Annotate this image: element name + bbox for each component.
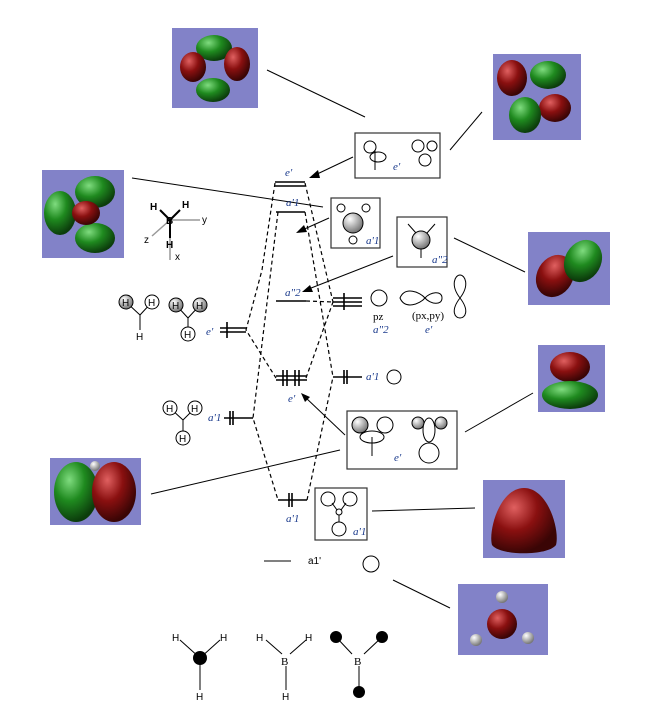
structure-bh3-filled: B bbox=[330, 631, 388, 698]
axis-x-label: x bbox=[175, 252, 180, 263]
label-ligand-a1: a'1 bbox=[208, 412, 221, 424]
atom-h: H bbox=[172, 633, 179, 644]
leader-lines bbox=[131, 69, 534, 609]
lg-h: H bbox=[172, 301, 179, 312]
box-a2-label: a"2 bbox=[432, 254, 448, 266]
atom-h: H bbox=[305, 633, 312, 644]
bh3-axes-figure: y z x H H B H bbox=[144, 200, 207, 263]
atom-h: H bbox=[196, 692, 203, 703]
lg-h: H bbox=[196, 301, 203, 312]
box-e-bond: e' bbox=[346, 410, 458, 470]
structure-ch3-like: H H H bbox=[172, 633, 227, 703]
mo-image-e-bond bbox=[50, 458, 141, 525]
level-a2-nonbonding: a"2 bbox=[276, 287, 306, 302]
ligand-e-orbitals: H H H H H H bbox=[118, 294, 208, 343]
axis-b: B bbox=[166, 216, 173, 227]
box-a1-star: a'1 bbox=[330, 197, 381, 249]
mo-image-s-orbital bbox=[458, 584, 548, 655]
atom-b: B bbox=[281, 656, 288, 668]
label-ligand-e: e' bbox=[206, 326, 214, 338]
atom-b: B bbox=[354, 656, 361, 668]
level-a1-star: a'1 bbox=[276, 197, 305, 213]
mo-image-p-like bbox=[538, 345, 605, 412]
mo-image-e-star-2 bbox=[493, 54, 581, 140]
lg-h: H bbox=[191, 404, 198, 415]
box-a1-bond-label: a'1 bbox=[353, 526, 366, 538]
axis-z-label: z bbox=[144, 235, 149, 246]
label-e-star: e' bbox=[285, 167, 293, 179]
box-e-bond-label: e' bbox=[394, 452, 402, 464]
label-a2: a"2 bbox=[285, 287, 301, 299]
mo-image-a2 bbox=[528, 232, 610, 305]
lg-h: H bbox=[122, 298, 129, 309]
label-pz: pz bbox=[373, 311, 384, 323]
label-pxpy: (px,py) bbox=[412, 310, 444, 322]
correlation-lines bbox=[245, 182, 334, 501]
axis-h1: H bbox=[150, 202, 157, 213]
label-pxpy-sym: e' bbox=[425, 324, 433, 336]
axis-y-label: y bbox=[202, 215, 207, 226]
label-pz-sym: a"2 bbox=[373, 324, 389, 336]
label-s-sym: a'1 bbox=[366, 371, 379, 383]
label-a1-bond: a'1 bbox=[286, 513, 299, 525]
lg-h: H bbox=[166, 404, 173, 415]
box-a1-star-label: a'1 bbox=[366, 235, 379, 247]
mo-image-a1-star bbox=[42, 170, 124, 258]
structure-bh3: B H H H bbox=[256, 633, 312, 703]
axis-h2: H bbox=[182, 200, 189, 211]
axis-h3: H bbox=[166, 240, 173, 251]
level-a1-bonding: a'1 bbox=[278, 493, 307, 525]
lg-h: H bbox=[184, 330, 191, 341]
ligand-level-a1: a'1 bbox=[208, 411, 253, 425]
lg-h: H bbox=[148, 298, 155, 309]
atom-h: H bbox=[256, 633, 263, 644]
box-a1-bond: a'1 bbox=[314, 487, 368, 541]
mo-image-e-star-1 bbox=[172, 28, 258, 108]
bottom-a1-label: a1' bbox=[308, 556, 321, 567]
level-e-star: e' bbox=[275, 167, 305, 187]
box-e-star: e' bbox=[354, 132, 441, 179]
label-a1-star: a'1 bbox=[286, 197, 299, 209]
lg-h: H bbox=[136, 332, 143, 343]
atom-h: H bbox=[282, 692, 289, 703]
boron-level-p: pz a"2 (px,py) e' bbox=[333, 274, 467, 336]
lg-h: H bbox=[179, 434, 186, 445]
bottom-a1-level: a1' bbox=[264, 555, 380, 573]
mo-image-a1-bond bbox=[483, 480, 565, 558]
box-a2: a"2 bbox=[396, 216, 448, 268]
level-e-bonding: e' bbox=[276, 370, 307, 405]
ligand-a1-orbital: H H H bbox=[162, 400, 203, 446]
label-e-bond: e' bbox=[288, 393, 296, 405]
box-e-star-label: e' bbox=[393, 161, 401, 173]
ligand-level-e: e' bbox=[206, 322, 246, 338]
atom-h: H bbox=[220, 633, 227, 644]
boron-level-s: a'1 bbox=[333, 369, 402, 385]
